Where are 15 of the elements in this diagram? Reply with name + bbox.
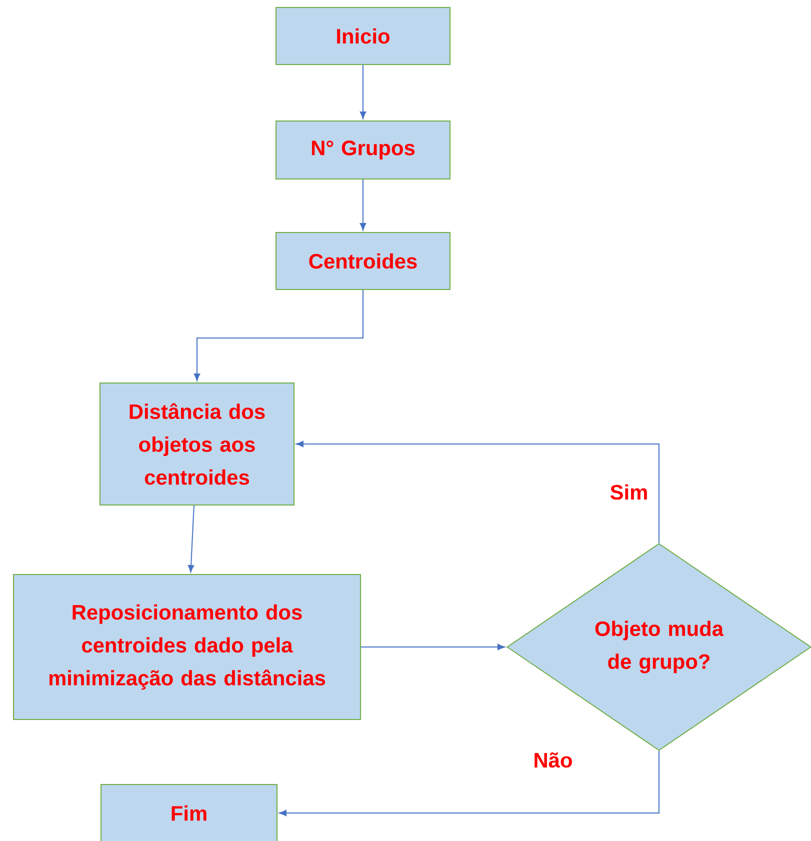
process-box: N° Grupos [276, 120, 450, 180]
arrow [194, 290, 364, 382]
process-box: Distância dos objetos aos centroides [100, 382, 294, 506]
arrow [279, 750, 660, 816]
arrow [188, 505, 194, 573]
arrow [360, 179, 366, 231]
process-box: Inicio [276, 7, 450, 65]
arrow [296, 440, 660, 544]
process-box: Centroides [276, 232, 450, 290]
process-box: Fim [100, 784, 278, 841]
arrow [360, 64, 366, 120]
edge-label: Não [531, 750, 575, 770]
edge-label: Sim [608, 482, 650, 502]
process-box: Reposicionamento dos centroides dado pela minimização das distâncias [13, 574, 361, 720]
arrow [360, 644, 505, 650]
